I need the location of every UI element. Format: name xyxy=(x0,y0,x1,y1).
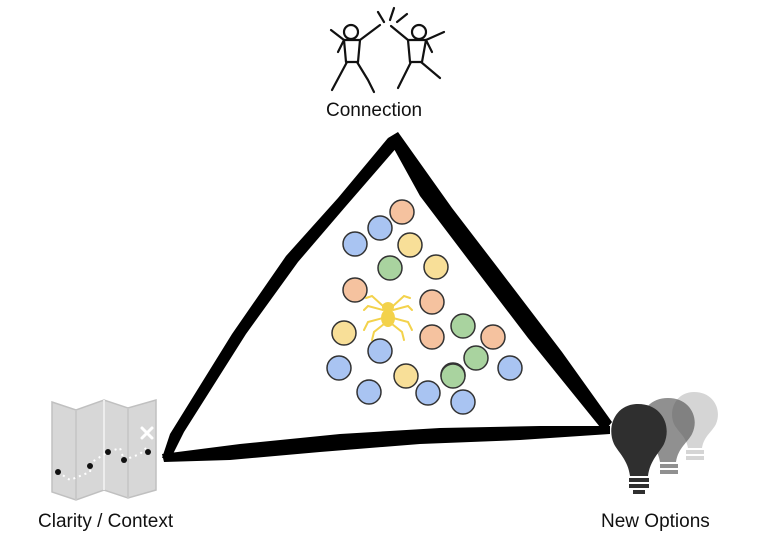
ball-blue xyxy=(367,215,393,241)
vertex-label-clarity-context: Clarity / Context xyxy=(38,511,174,532)
ball-blue xyxy=(326,355,352,381)
ball-blue xyxy=(367,338,393,364)
balls-group xyxy=(326,199,523,415)
ball-blue xyxy=(450,389,476,415)
ball-green xyxy=(377,255,403,281)
ball-orange xyxy=(419,324,445,350)
ball-orange xyxy=(389,199,415,225)
ball-blue xyxy=(415,380,441,406)
ball-orange xyxy=(342,277,368,303)
ball-yellow xyxy=(393,363,419,389)
ball-green xyxy=(463,345,489,371)
ball-blue xyxy=(497,355,523,381)
vertex-label-new-options: New Options xyxy=(601,511,710,532)
spider-icon xyxy=(363,294,413,341)
ball-green xyxy=(440,363,466,389)
ball-yellow xyxy=(397,232,423,258)
map-icon xyxy=(51,399,157,501)
ball-yellow xyxy=(331,320,357,346)
ball-blue xyxy=(356,379,382,405)
triangle-outline xyxy=(162,132,612,462)
ball-green xyxy=(450,313,476,339)
ball-blue xyxy=(342,231,368,257)
vertex-label-connection: Connection xyxy=(326,100,423,121)
high-five-people-icon xyxy=(329,6,446,94)
light-bulbs-icon xyxy=(611,392,718,494)
ball-orange xyxy=(419,289,445,315)
ball-yellow xyxy=(423,254,449,280)
ball-orange xyxy=(480,324,506,350)
